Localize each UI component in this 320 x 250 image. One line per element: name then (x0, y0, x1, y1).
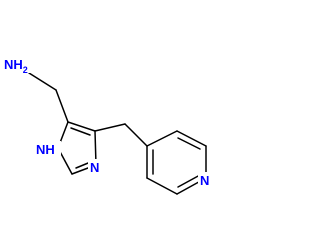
bond-py-c3-c2 (176, 130, 207, 147)
bond-py-c3-c2-double (177, 137, 201, 150)
nh2-label: NH2 (4, 57, 28, 75)
molecule-structure: NH2 NH N N (4, 57, 210, 195)
bond-py-n-c6-double (177, 174, 201, 188)
imidazole-nh-label: NH (36, 142, 55, 157)
pyridine-n-label: N (200, 173, 209, 188)
bond-n-c1 (28, 72, 57, 91)
bond-c4-c5 (67, 121, 96, 132)
methylene-bridge (94, 123, 148, 147)
bond-ch2-py (124, 123, 148, 147)
bond-c4-c5-double (70, 127, 91, 136)
ethylamine-chain (28, 72, 69, 123)
bond-c1-c2 (55, 89, 69, 123)
bond-c4-ch2 (94, 123, 126, 132)
pyridine-ring (146, 130, 207, 195)
bond-py-c4-c3 (146, 130, 178, 147)
imidazole-n-label: N (90, 160, 99, 175)
bond-py-c6-c5 (146, 177, 178, 195)
